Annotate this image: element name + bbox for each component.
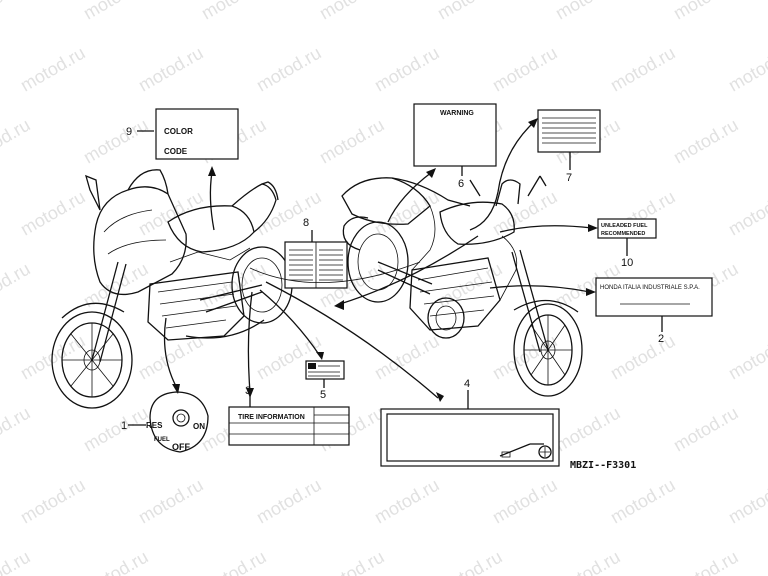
watermark-text: motod.ru xyxy=(725,43,768,96)
watermark-text: motod.ru xyxy=(316,115,388,168)
watermark-text: motod.ru xyxy=(17,475,89,528)
watermark-text: motod.ru xyxy=(80,547,152,576)
watermark-text: motod.ru xyxy=(17,43,89,96)
fuel-text: FUEL xyxy=(154,437,170,443)
callout-6: 6 xyxy=(458,178,464,190)
watermark-text: motod.ru xyxy=(80,403,152,456)
diagram-code: MBZI--F3301 xyxy=(570,460,636,471)
callout-7: 7 xyxy=(566,172,572,184)
fuel-valve-dial: RES ON FUEL OFF xyxy=(146,391,209,453)
watermark-text: motod.ru xyxy=(552,0,624,23)
watermark-text: motod.ru xyxy=(316,0,388,23)
watermark-text: motod.ru xyxy=(371,43,443,96)
code-text: CODE xyxy=(164,147,188,156)
off-text: OFF xyxy=(172,442,190,452)
watermark-text: motod.ru xyxy=(607,43,679,96)
callout-4: 4 xyxy=(464,378,470,390)
color-text: COLOR xyxy=(164,127,193,136)
tire-information-label: TIRE INFORMATION xyxy=(228,406,350,446)
callout-5: 5 xyxy=(320,389,326,401)
watermark-text: motod.ru xyxy=(0,115,34,168)
watermark-text: motod.ru xyxy=(135,43,207,96)
res-text: RES xyxy=(146,421,163,430)
watermark-text: motod.ru xyxy=(489,43,561,96)
watermark-text: motod.ru xyxy=(489,475,561,528)
watermark-text: motod.ru xyxy=(253,475,325,528)
watermark-text: motod.ru xyxy=(670,403,742,456)
watermark-text: motod.ru xyxy=(552,547,624,576)
watermark-text: motod.ru xyxy=(434,547,506,576)
callout-9: 9 xyxy=(126,126,132,138)
watermark-text: motod.ru xyxy=(0,259,34,312)
on-text: ON xyxy=(193,422,205,431)
watermark-text: motod.ru xyxy=(198,0,270,23)
watermark-text: motod.ru xyxy=(0,403,34,456)
watermark-text: motod.ru xyxy=(607,475,679,528)
watermark-text: motod.ru xyxy=(0,547,34,576)
watermark-text: motod.ru xyxy=(434,0,506,23)
tire-text: TIRE INFORMATION xyxy=(238,414,305,421)
watermark-text: motod.ru xyxy=(607,331,679,384)
watermark-text: motod.ru xyxy=(371,331,443,384)
watermark-text: motod.ru xyxy=(17,187,89,240)
watermark-text: motod.ru xyxy=(316,547,388,576)
warning-label: WARNING xyxy=(413,103,497,167)
watermark-text: motod.ru xyxy=(80,115,152,168)
callout-1: 1 xyxy=(121,420,127,432)
unleaded-text-2: RECOMMENDED xyxy=(601,231,645,237)
watermark-text: motod.ru xyxy=(552,403,624,456)
warning-text: WARNING xyxy=(440,110,474,117)
watermark-text: motod.ru xyxy=(670,547,742,576)
watermark-text: motod.ru xyxy=(80,0,152,23)
watermark-text: motod.ru xyxy=(253,187,325,240)
unleaded-text-1: UNLEADED FUEL xyxy=(601,223,648,229)
callout-8: 8 xyxy=(303,217,309,229)
watermark-text: motod.ru xyxy=(670,115,742,168)
watermark-text: motod.ru xyxy=(670,0,742,23)
label-4-sticker xyxy=(380,408,560,467)
watermark-text: motod.ru xyxy=(17,331,89,384)
color-code-label: COLOR CODE xyxy=(155,108,239,160)
callout-2: 2 xyxy=(658,333,664,345)
honda-italia-label: HONDA ITALIA INDUSTRIALE S.P.A. xyxy=(595,277,713,317)
watermark-text: motod.ru xyxy=(0,0,34,23)
watermark-text: motod.ru xyxy=(198,547,270,576)
label-5-sticker xyxy=(305,360,345,380)
watermark-text: motod.ru xyxy=(725,475,768,528)
watermark-text: motod.ru xyxy=(725,187,768,240)
leader-lines xyxy=(163,118,598,402)
right-motorcycle xyxy=(341,175,583,397)
watermark-text: motod.ru xyxy=(253,43,325,96)
honda-text: HONDA ITALIA INDUSTRIALE S.P.A. xyxy=(600,285,700,291)
unleaded-fuel-label: UNLEADED FUEL RECOMMENDED xyxy=(597,218,657,239)
callout-10: 10 xyxy=(621,257,633,269)
watermark-text: motod.ru xyxy=(725,331,768,384)
watermark-text: motod.ru xyxy=(135,475,207,528)
watermark-text: motod.ru xyxy=(135,187,207,240)
label-8-sticker xyxy=(284,241,348,289)
watermark-text: motod.ru xyxy=(371,475,443,528)
label-7-sticker xyxy=(537,109,601,153)
